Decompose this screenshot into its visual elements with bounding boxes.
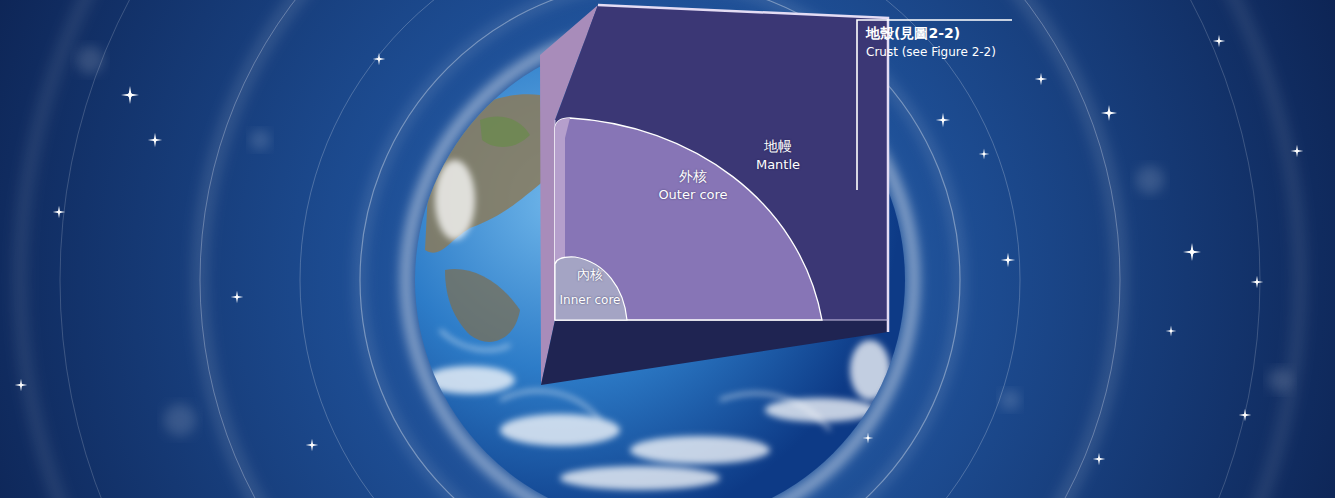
- layer-outline: [555, 256, 629, 322]
- layer-face: [555, 5, 888, 320]
- mantle-layer: 地幔 Mantle 外核 Outer core 內核 Inner core: [540, 5, 890, 387]
- layer-name-zh: 外核: [679, 168, 707, 184]
- layer-face: [555, 118, 822, 320]
- crust-label-en: Crust (see Figure 2-2): [866, 45, 996, 59]
- leader-line: [857, 20, 1012, 190]
- crust-label-zh: 地殼(見圖2-2): [866, 25, 960, 42]
- layer-name-zh: 地幔: [764, 138, 792, 154]
- orbit-rings: [20, 0, 1300, 498]
- layer-face: [541, 320, 888, 385]
- layer-name-en: Mantle: [756, 158, 800, 173]
- layer-name-en: Outer core: [658, 188, 727, 203]
- layer-name-en: Inner core: [560, 294, 621, 308]
- layer-name-zh: 內核: [577, 268, 603, 283]
- inner-core-layer: 內核 Inner core: [555, 256, 629, 322]
- layer-face: [555, 257, 627, 320]
